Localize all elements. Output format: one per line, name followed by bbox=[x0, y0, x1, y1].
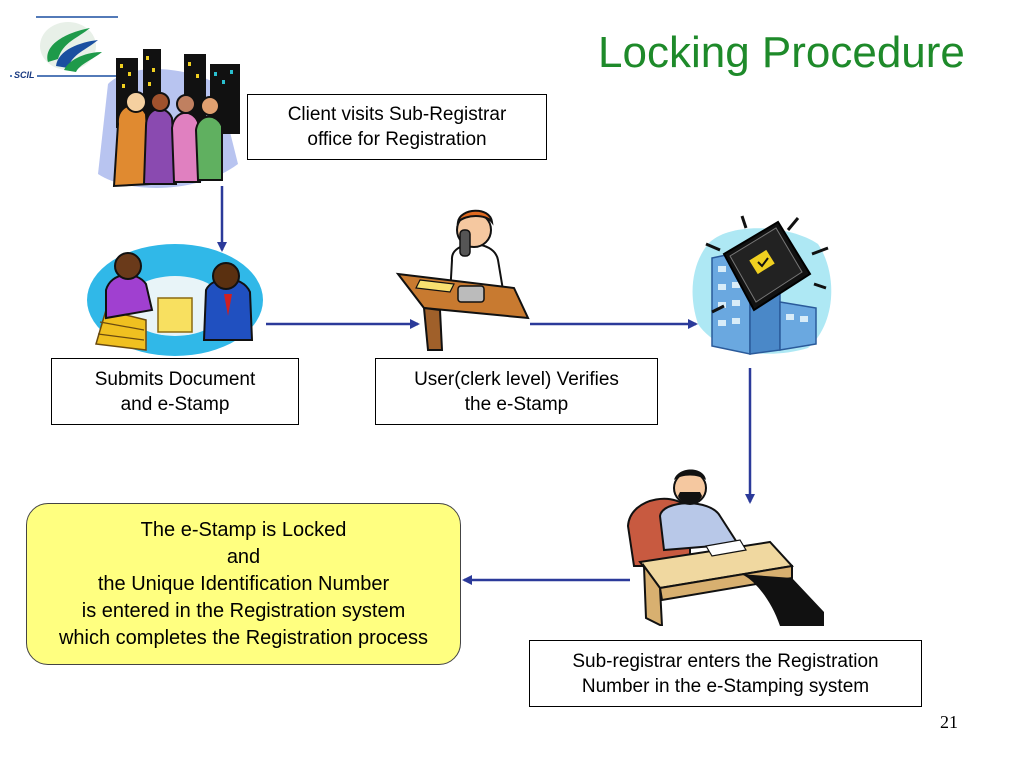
step-clerk-verifies: User(clerk level) Verifies the e-Stamp bbox=[375, 358, 658, 425]
subregistrar-desk-icon bbox=[620, 466, 830, 628]
result-line-5: which completes the Registration process bbox=[58, 626, 429, 649]
step-subregistrar-enters: Sub-registrar enters the Registration Nu… bbox=[529, 640, 922, 707]
logo-text: SCIL bbox=[12, 70, 37, 80]
step-client-visits: Client visits Sub-Registrar office for R… bbox=[247, 94, 547, 160]
logo: SCIL bbox=[8, 14, 120, 86]
handshake-icon bbox=[86, 240, 264, 358]
building-book-icon bbox=[688, 214, 840, 360]
result-line-1: The e-Stamp is Locked bbox=[140, 518, 347, 541]
result-line-3: the Unique Identification Number bbox=[97, 572, 390, 595]
crowd-city-icon bbox=[88, 44, 248, 194]
page-number: 21 bbox=[940, 712, 958, 732]
step-submits-document: Submits Document and e-Stamp bbox=[51, 358, 299, 425]
result-line-4: is entered in the Registration system bbox=[81, 599, 406, 622]
page-title: Locking Procedure bbox=[598, 28, 965, 77]
result-line-2: and bbox=[226, 545, 261, 568]
clerk-phone-icon bbox=[394, 200, 534, 355]
result-box: The e-Stamp is Locked and the Unique Ide… bbox=[26, 503, 461, 665]
